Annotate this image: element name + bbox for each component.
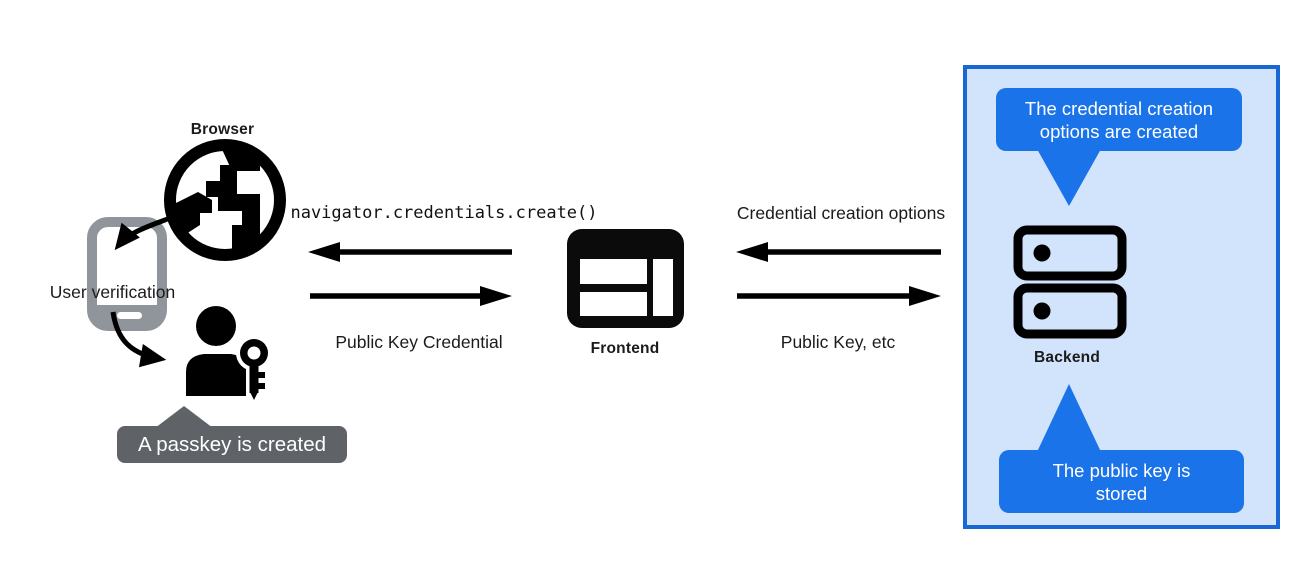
arrow-frontend-to-browser-icon xyxy=(308,242,512,262)
public-key-credential-label: Public Key Credential xyxy=(335,332,503,352)
passkey-created-tooltip: A passkey is created xyxy=(117,426,347,463)
globe-icon xyxy=(164,139,286,261)
arrow-browser-to-frontend-icon xyxy=(310,286,512,306)
browser-label: Browser xyxy=(190,121,255,138)
public-key-etc-label: Public Key, etc xyxy=(780,332,896,352)
browser-window-icon xyxy=(567,229,684,328)
frontend-label: Frontend xyxy=(590,340,660,357)
public-key-stored-bubble: The public key is stored xyxy=(999,450,1244,513)
user-key-icon xyxy=(186,306,272,400)
user-verification-label: User verification xyxy=(49,282,176,302)
credential-creation-options-label: Credential creation options xyxy=(736,203,946,223)
tooltip-pointer xyxy=(155,406,213,428)
backend-label: Backend xyxy=(1033,349,1100,366)
arrow-frontend-to-backend-icon xyxy=(737,286,941,306)
public-key-stored-bubble-text: The public key is stored xyxy=(1052,459,1191,504)
arrow-backend-to-frontend-icon xyxy=(736,242,941,262)
create-call-label: navigator.credentials.create() xyxy=(290,203,598,223)
credential-options-bubble-text: The credential creation options are crea… xyxy=(1024,97,1214,142)
passkey-created-text: A passkey is created xyxy=(137,432,326,456)
server-stack-icon xyxy=(1013,225,1127,339)
credential-options-bubble: The credential creation options are crea… xyxy=(996,88,1242,151)
phone-icon xyxy=(87,217,167,331)
